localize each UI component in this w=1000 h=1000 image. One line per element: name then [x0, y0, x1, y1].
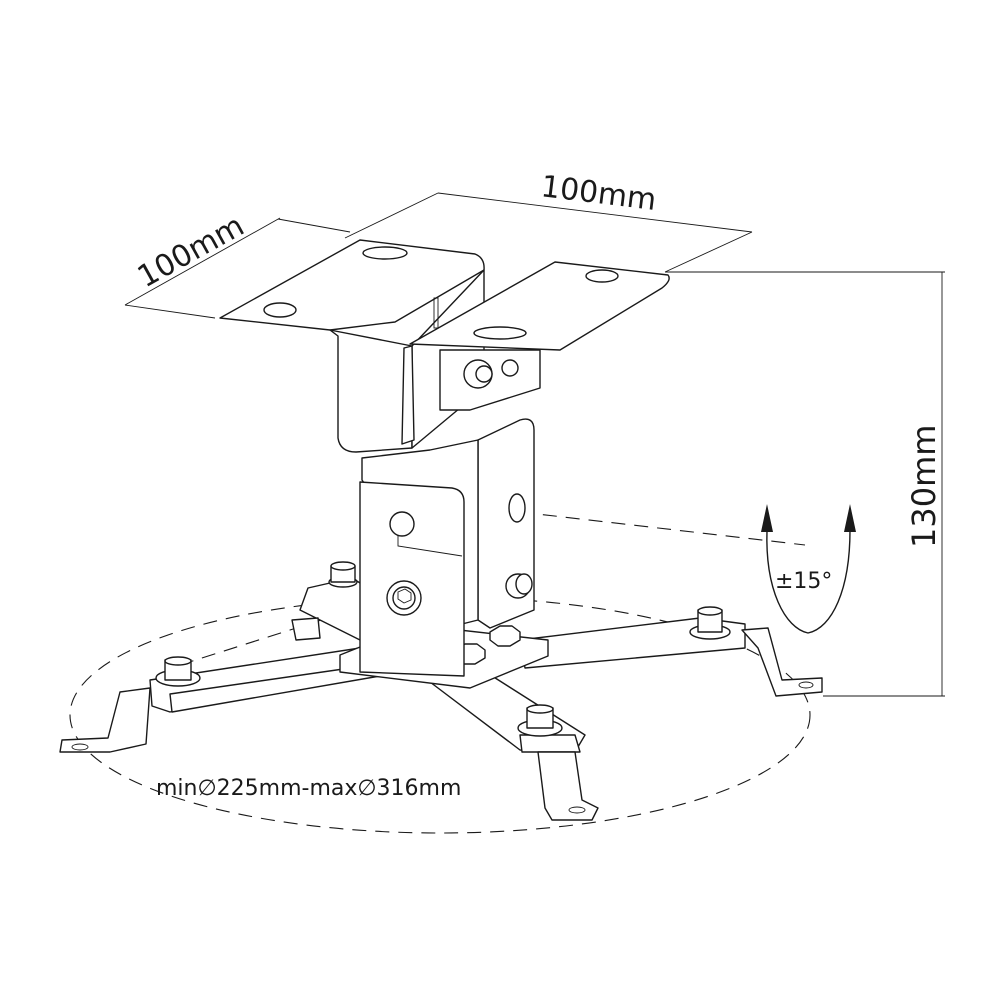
height-label: 130mm	[905, 425, 943, 548]
width-top-label: 100mm	[539, 169, 658, 218]
ceiling-plates	[219, 239, 670, 453]
dimension-lines	[124, 192, 945, 697]
arm-span-label: min∅225mm-max∅316mm	[156, 776, 461, 801]
width-left-label: 100mm	[132, 208, 250, 295]
tilt-bracket	[359, 418, 535, 677]
tilt-arrow	[761, 504, 856, 634]
tilt-label: ±15°	[775, 569, 832, 594]
